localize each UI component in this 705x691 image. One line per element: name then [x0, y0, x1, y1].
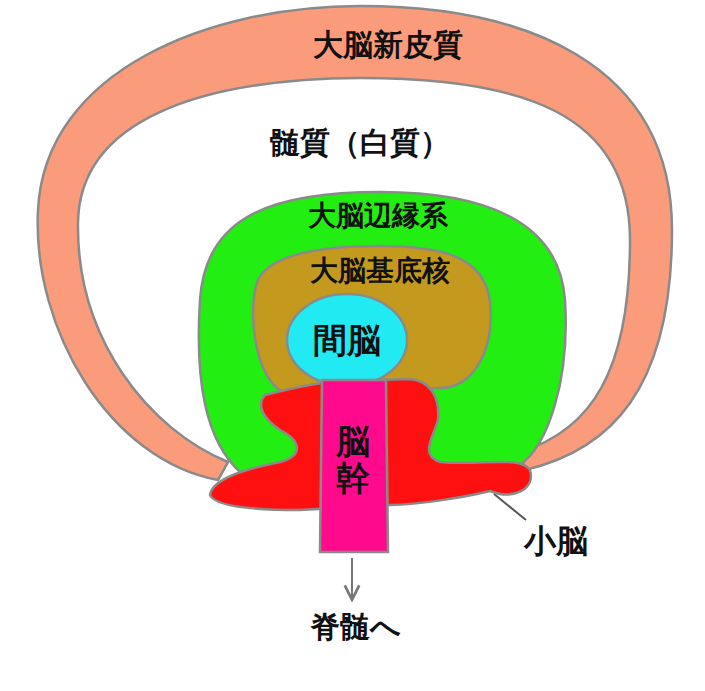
region-label: 大脳辺縁系 — [308, 199, 448, 233]
region-label: 間脳 — [313, 320, 381, 361]
region-label: 脳幹 — [336, 423, 370, 498]
region-label: 大脳基底核 — [310, 254, 450, 288]
region-shape — [320, 380, 388, 552]
brain-region: 大脳基底核間脳 — [246, 240, 496, 400]
text-label: 脊髄へ — [310, 609, 401, 645]
brain-region: 小脳 — [206, 374, 606, 569]
region-label: 大脳新皮質 — [313, 27, 463, 63]
region-shape — [253, 246, 491, 392]
brain-region: 脳幹 — [314, 376, 394, 562]
region-label: 小脳 — [524, 522, 588, 560]
leader-line — [494, 494, 526, 520]
text-label: 髄質（白質） — [270, 125, 450, 161]
brain-region: 間脳 — [282, 292, 412, 392]
region-shape — [287, 294, 407, 386]
spinal-arrow — [351, 558, 353, 598]
